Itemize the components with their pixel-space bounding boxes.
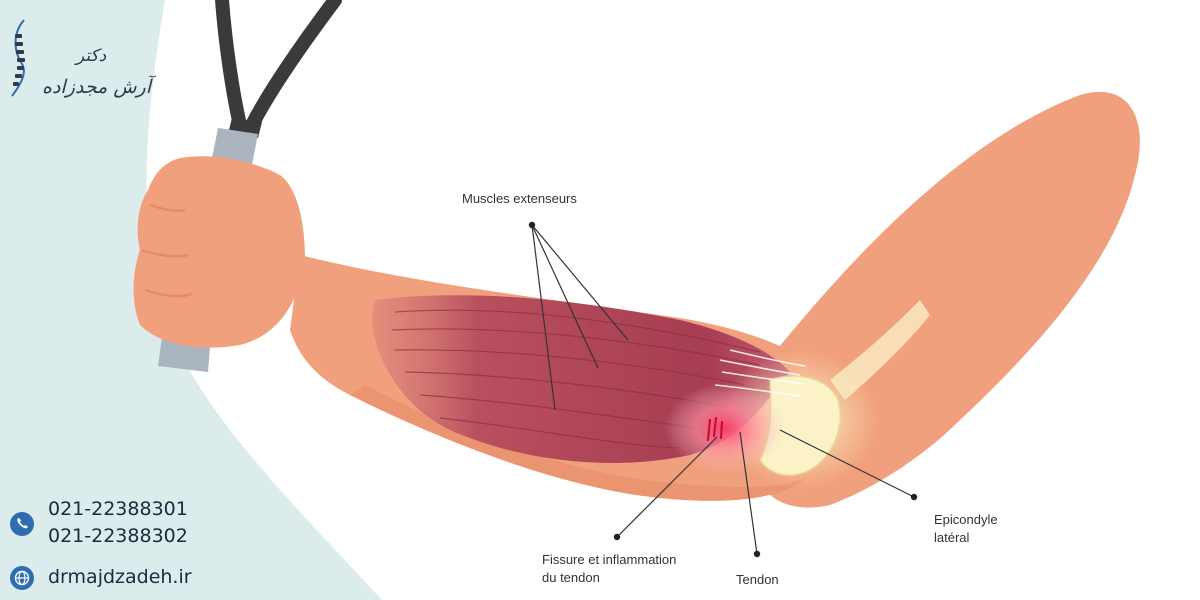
label-tendon: Tendon <box>736 572 779 587</box>
inflammation-area <box>665 383 785 473</box>
brand-name: آرش مجدزاده <box>42 76 151 98</box>
leader-lines <box>531 224 915 555</box>
hand-knuckles <box>141 203 193 298</box>
phone-icon <box>10 512 34 536</box>
racket-frame-right <box>245 0 342 132</box>
globe-icon <box>10 566 34 590</box>
label-epicondyle-line1: Epicondyle <box>934 512 998 527</box>
spine-icon <box>11 19 25 97</box>
brand-logo: دکتر آرش مجدزاده <box>6 16 166 106</box>
leader-dots <box>528 221 918 558</box>
phone-number-1: 021-22388301 <box>48 498 188 520</box>
racket-frame <box>215 0 247 132</box>
bone-band <box>830 300 930 400</box>
label-fissure-line2: du tendon <box>542 570 600 585</box>
label-fissure-line1: Fissure et inflammation <box>542 552 676 567</box>
website-contact: drmajdzadeh.ir <box>10 564 260 596</box>
phone-contact: 021-22388301 021-22388302 <box>10 496 260 547</box>
forearm-shade <box>350 385 815 501</box>
sidebar-background <box>0 0 382 600</box>
website-link[interactable]: drmajdzadeh.ir <box>48 566 192 588</box>
label-muscles-extenseurs: Muscles extenseurs <box>462 191 577 206</box>
tendon-fissure <box>706 416 724 442</box>
hand <box>133 156 305 348</box>
brand-title: دکتر <box>76 46 107 66</box>
label-epicondyle-line2: latéral <box>934 530 970 545</box>
phone-number-2: 021-22388302 <box>48 525 188 547</box>
